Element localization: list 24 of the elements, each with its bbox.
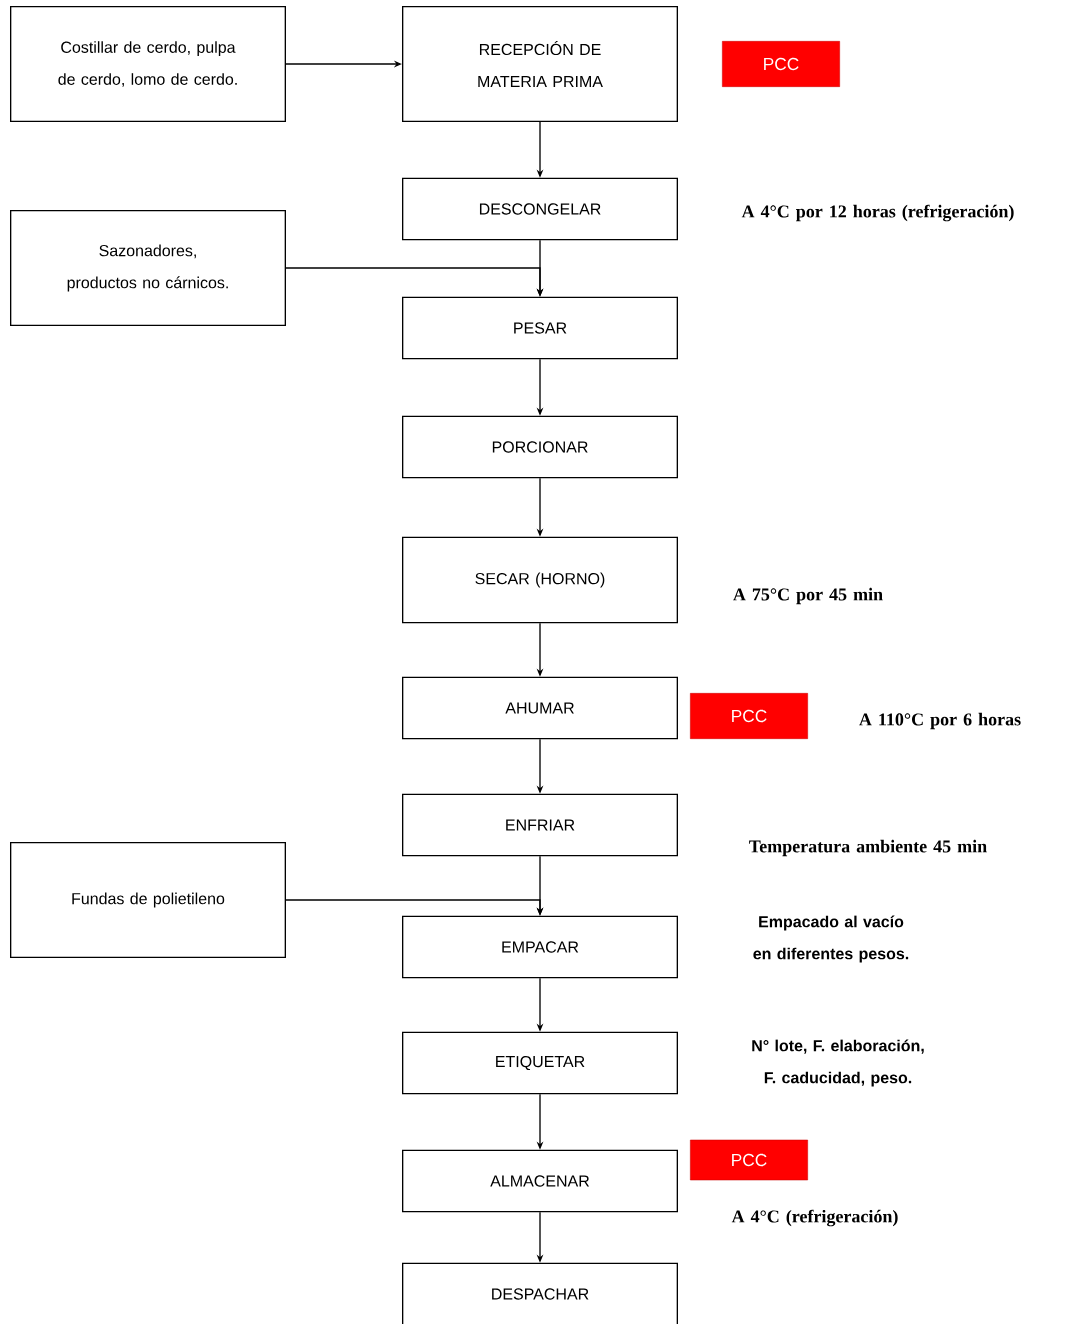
note-text: A 4°C (refrigeración) (731, 1209, 898, 1227)
process-box: EMPACAR (402, 915, 678, 979)
input-box: Sazonadores, productos no cárnicos. (10, 210, 286, 326)
input-box: Costillar de cerdo, pulpa de cerdo, lomo de cerdo. (10, 6, 286, 122)
note-text: A 110°C por 6 horas (859, 712, 1021, 730)
process-box: AHUMAR (402, 676, 678, 740)
pcc-box: PCC (690, 693, 808, 739)
process-box: ALMACENAR (402, 1149, 678, 1213)
process-box: PORCIONAR (402, 415, 678, 479)
input-box: Fundas de polietileno (10, 842, 286, 958)
process-box: RECEPCIÓN DE MATERIA PRIMA (402, 6, 678, 122)
pcc-box: PCC (690, 1139, 808, 1181)
note-text: A 4°C por 12 horas (refrigeración) (741, 204, 1014, 222)
note-text: Temperatura ambiente 45 min (749, 839, 987, 857)
process-box: PESAR (402, 296, 678, 360)
process-box: DESPACHAR (402, 1262, 678, 1324)
pcc-box: PCC (722, 41, 840, 87)
note-text: A 75°C por 45 min (733, 587, 883, 605)
process-box: ENFRIAR (402, 793, 678, 857)
note-text: N° lote, F. elaboración, F. caducidad, peso. (752, 1039, 924, 1087)
note-text: Empacado al vacío en diferentes pesos. (753, 915, 909, 963)
process-box: SECAR (HORNO) (402, 536, 678, 624)
process-box: DESCONGELAR (402, 177, 678, 241)
process-box: ETIQUETAR (402, 1031, 678, 1095)
